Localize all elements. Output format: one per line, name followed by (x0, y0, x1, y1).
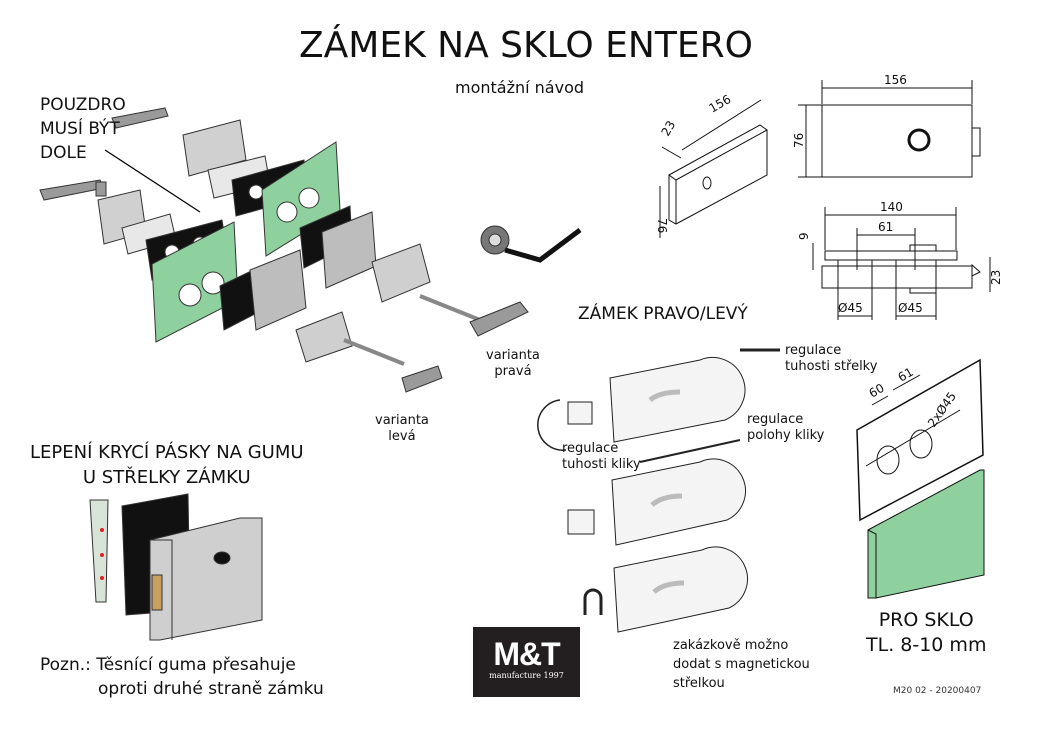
logo-name: M&T (493, 636, 560, 672)
callout-line: zakázkově možno (673, 638, 789, 653)
dim-iso-depth: 23 (658, 118, 678, 138)
callout-line: regulace (562, 441, 619, 456)
callout-line: střelkou (673, 676, 725, 691)
glass-thickness-label: PRO SKLO TL. 8-10 mm (866, 608, 986, 658)
lock-variants (537, 348, 780, 633)
housing-note-line: MUSÍ BÝT (40, 119, 120, 139)
exploded-assembly (39, 107, 582, 393)
dim-side-width: 140 (880, 200, 903, 214)
callout-line: tuhosti kliky (562, 456, 641, 472)
label-line: varianta (375, 413, 429, 428)
dim-front-height: 76 (792, 133, 806, 148)
callout-line: tuhosti střelky (785, 358, 878, 374)
heading-line: U STŘELKY ZÁMKU (82, 467, 251, 488)
cover-box (371, 243, 431, 303)
label-line: varianta (486, 348, 540, 363)
brand-logo: M&T manufacture 1997 (473, 627, 580, 697)
handle-left (39, 179, 107, 201)
lock-heading: ZÁMEK PRAVO/LEVÝ (578, 304, 748, 324)
callout-handle-stiffness: regulace tuhosti kliky (562, 441, 641, 472)
label-line: levá (388, 428, 416, 444)
handle-top (111, 107, 169, 129)
callout-line: regulace (747, 412, 804, 427)
allen-key (480, 225, 582, 263)
glass-line: PRO SKLO (878, 609, 974, 631)
dim-glass-spacing: 61 (896, 365, 916, 385)
variant-right-label: varianta pravá (486, 348, 540, 379)
glass-line: TL. 8-10 mm (866, 634, 987, 656)
dim-iso-length: 156 (707, 92, 734, 116)
iso-dimension-drawing: 156 23 76 (655, 92, 768, 238)
dim-side-spacing: 61 (878, 220, 893, 234)
dim-hole-right: Ø45 (898, 301, 923, 315)
cover-box (295, 311, 353, 363)
tape-detail-drawing (89, 493, 263, 641)
dim-side-plate: 9 (797, 232, 811, 240)
dim-iso-height: 76 (655, 218, 669, 233)
note-line: Pozn.: Těsnící guma přesahuje (40, 655, 296, 675)
callout-latch-stiffness: regulace tuhosti střelky (785, 343, 877, 374)
dim-glass-edge: 60 (867, 381, 887, 401)
lock-body (249, 249, 307, 331)
callout-magnetic: zakázkově možno dodat s magnetickou stře… (673, 636, 810, 693)
heading-line: LEPENÍ KRYCÍ PÁSKY NA GUMU (30, 442, 304, 463)
callout-line: regulace (785, 343, 842, 358)
variant-left-label: varianta levá (375, 413, 429, 444)
tape-heading: LEPENÍ KRYCÍ PÁSKY NA GUMU U STŘELKY ZÁM… (30, 440, 304, 490)
tape-note: Pozn.: Těsnící guma přesahuje oproti dru… (40, 653, 324, 701)
housing-note-line: POUZDRO (40, 95, 126, 115)
cover-plate (182, 119, 247, 177)
handle-left-variant (401, 365, 443, 393)
handle-right (469, 301, 529, 337)
glass-drawing: 60 61 2xØ45 (856, 358, 985, 599)
callout-line: dodat s magnetickou (673, 657, 810, 672)
side-view-drawing: 140 61 9 23 Ø45 Ø45 (797, 200, 1003, 320)
housing-note-line: DOLE (40, 143, 87, 163)
dim-side-depth: 23 (989, 270, 1003, 285)
callout-line: polohy kliky (747, 427, 825, 443)
dim-front-width: 156 (884, 73, 907, 87)
label-line: pravá (494, 363, 532, 379)
front-view-drawing: 156 76 (792, 73, 981, 178)
housing-note: POUZDRO MUSÍ BÝT DOLE (40, 93, 126, 165)
logo-tagline: manufacture 1997 (489, 671, 564, 680)
note-line: oproti druhé straně zámku (98, 679, 324, 699)
page-subtitle: montážní návod (455, 78, 585, 97)
dim-hole-left: Ø45 (838, 301, 863, 315)
callout-handle-position: regulace polohy kliky (747, 412, 824, 443)
spindle (343, 338, 405, 366)
document-code: M20 02 - 20200407 (893, 686, 982, 696)
page-title: ZÁMEK NA SKLO ENTERO (299, 25, 753, 66)
spindle (419, 294, 481, 322)
